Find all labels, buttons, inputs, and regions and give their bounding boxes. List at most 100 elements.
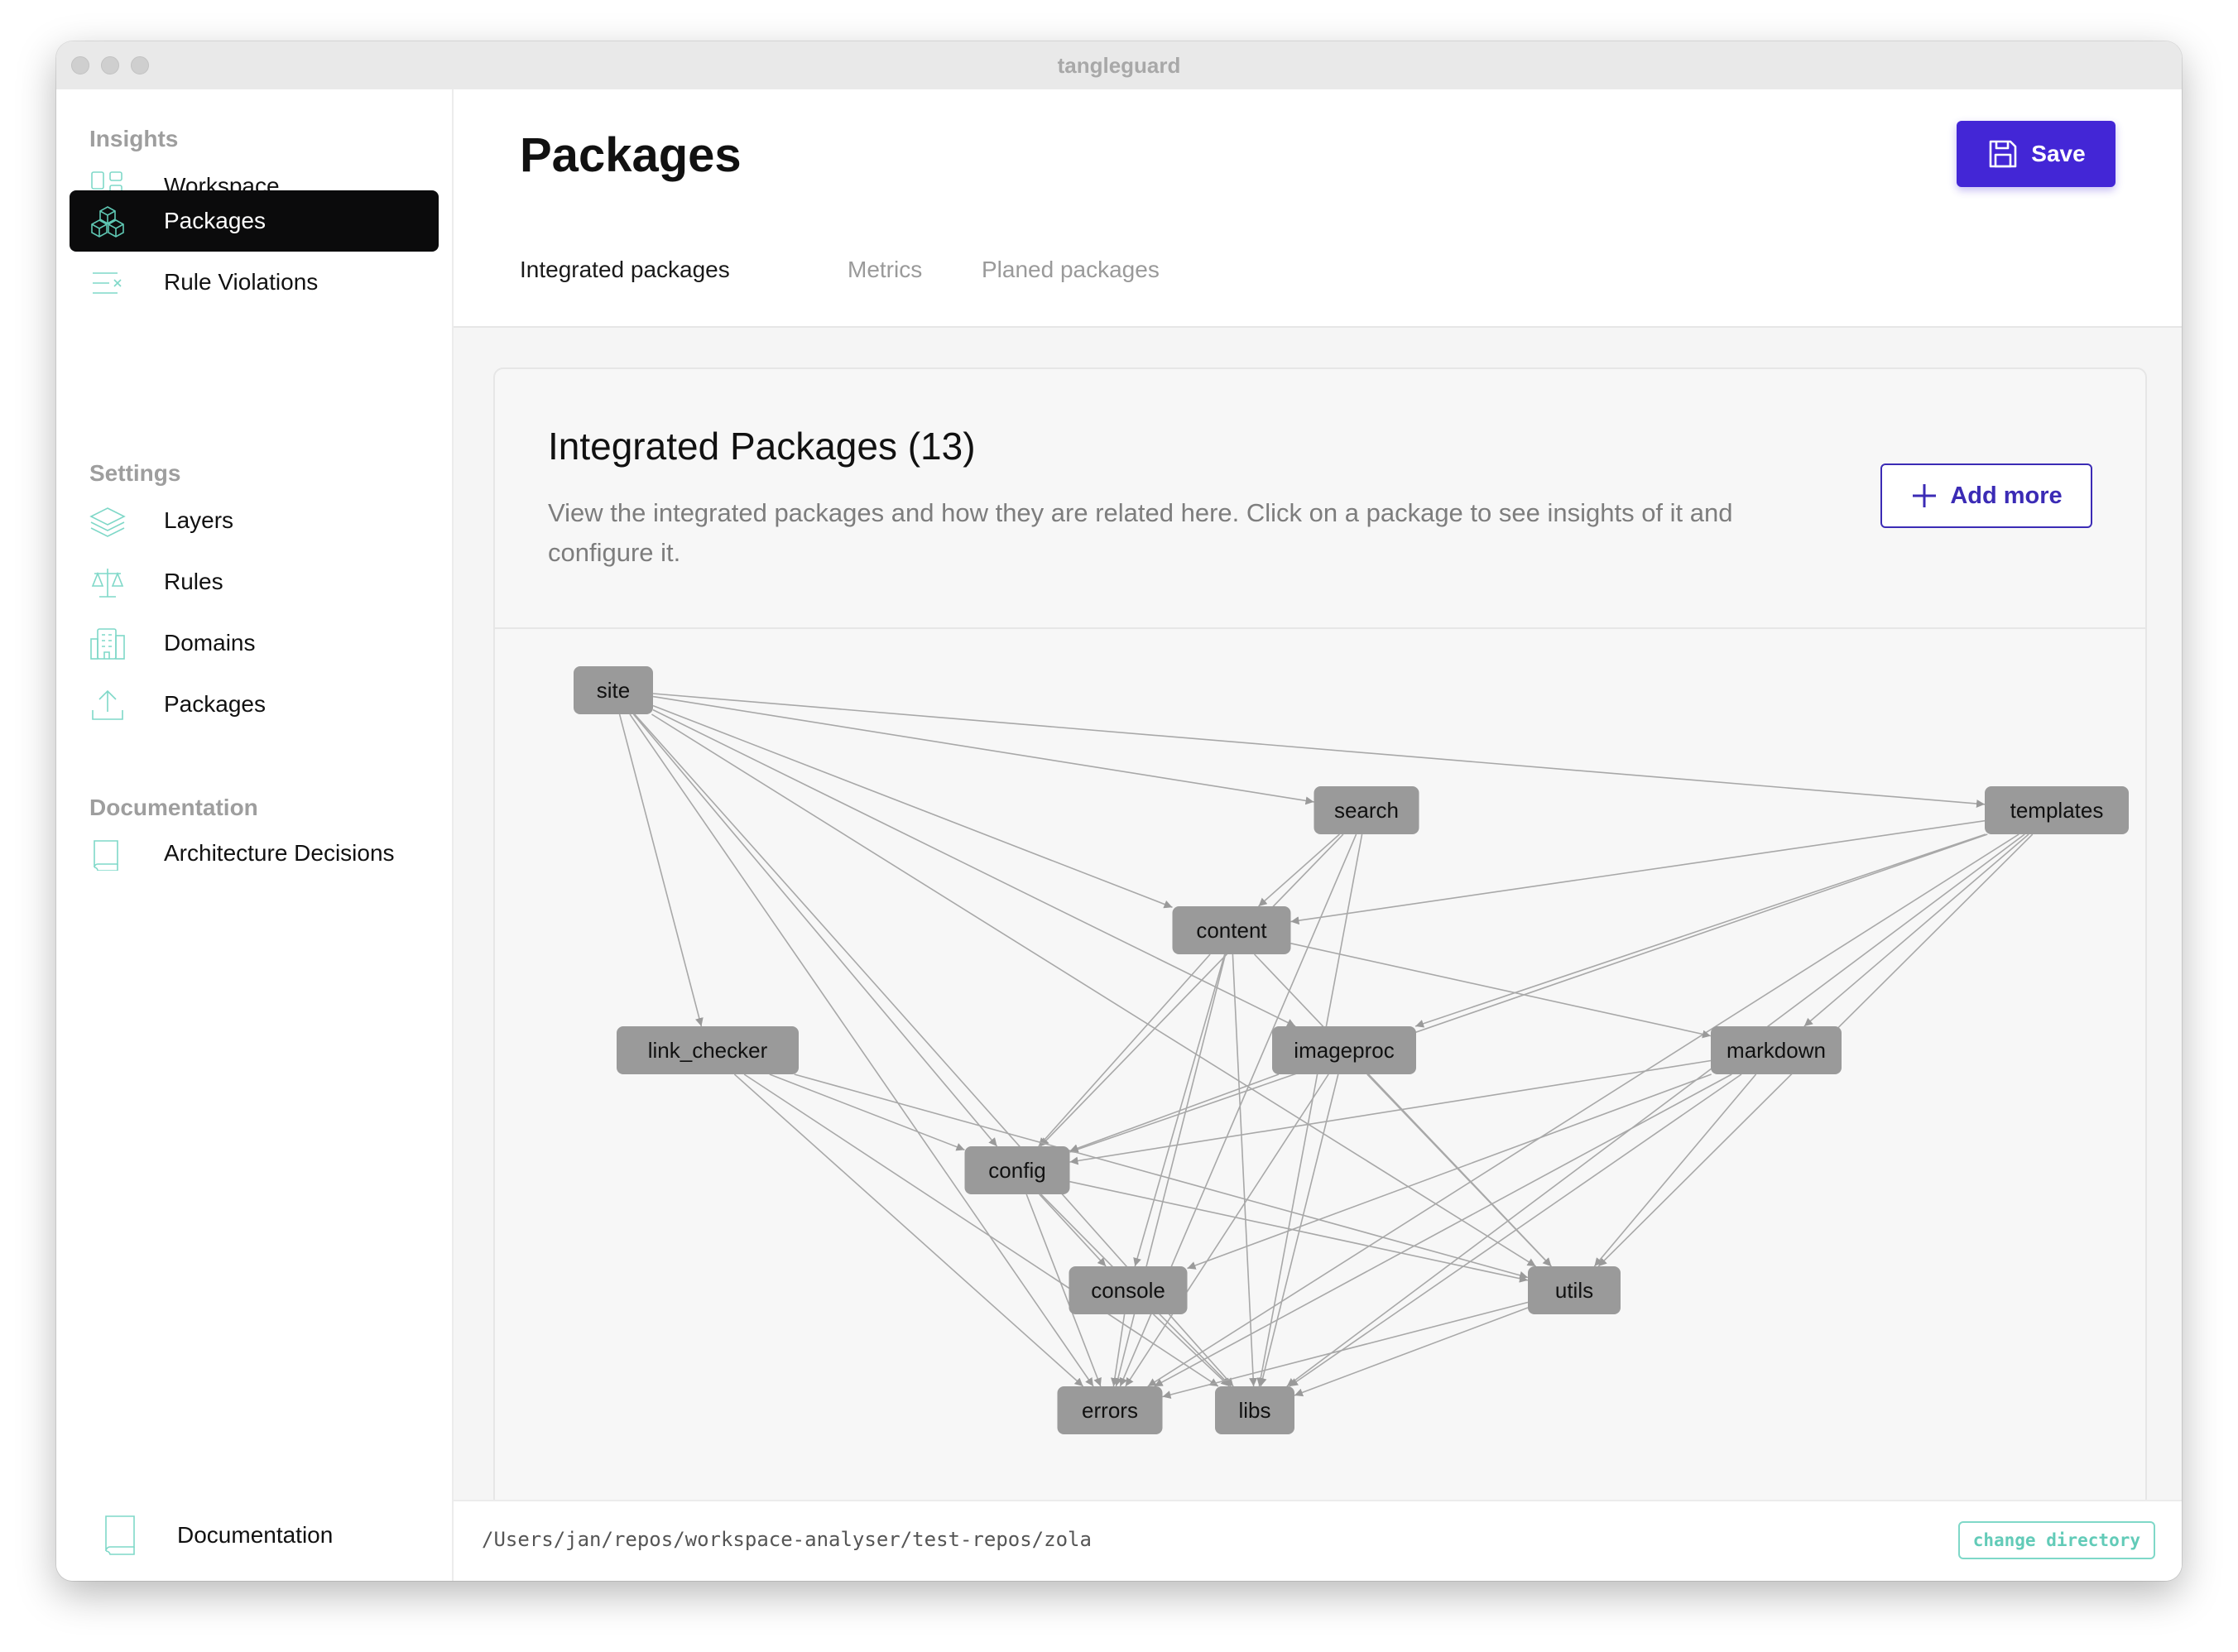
package-node-label: templates: [2010, 798, 2104, 823]
card-description: View the integrated packages and how the…: [548, 498, 1733, 567]
sidebar-item-packages-settings[interactable]: Packages: [70, 674, 439, 735]
package-node-box: [1711, 1026, 1842, 1074]
sidebar-heading-insights: Insights: [89, 126, 179, 151]
minimize-window-button[interactable]: [101, 56, 119, 74]
edge-content-to-config: [1038, 953, 1211, 1147]
package-node-label: console: [1091, 1278, 1165, 1303]
edge-imageproc-to-utils: [1366, 1073, 1552, 1267]
edge-imageproc-to-libs: [1258, 1073, 1339, 1387]
package-node-utils[interactable]: utils: [1528, 1266, 1621, 1314]
save-button[interactable]: Save: [1957, 121, 2116, 187]
package-node-errors[interactable]: errors: [1057, 1386, 1163, 1434]
tab-metrics[interactable]: Metrics: [848, 257, 923, 282]
sidebar-item-label: Packages: [164, 691, 266, 717]
sidebar-item-label: Architecture Decisions: [164, 840, 395, 866]
building-icon: [90, 628, 125, 660]
edge-templates-to-imageproc: [1414, 833, 1986, 1028]
edge-markdown-to-utils: [1593, 1073, 1757, 1267]
edge-templates-to-content: [1290, 819, 1986, 925]
edge-content-to-markdown: [1290, 943, 1712, 1039]
workspace-path: /Users/jan/repos/workspace-analyser/test…: [482, 1528, 1092, 1551]
tab-planed-packages[interactable]: Planed packages: [982, 257, 1160, 282]
package-node-console[interactable]: console: [1069, 1266, 1188, 1314]
edge-console-to-errors: [1110, 1313, 1126, 1387]
card-title: Integrated Packages (13): [548, 425, 976, 468]
page-header: Packages Save: [454, 89, 2182, 222]
graph-nodes: site search templates content link_checker im…: [574, 666, 2129, 1434]
layers-icon: [89, 507, 126, 537]
sidebar-heading-documentation: Documentation: [89, 795, 258, 820]
package-node-label: errors: [1082, 1398, 1138, 1423]
edge-utils-to-errors: [1162, 1301, 1529, 1399]
package-node-label: libs: [1238, 1398, 1270, 1423]
edge-site-to-config: [632, 713, 998, 1147]
sidebar-heading-settings: Settings: [89, 460, 181, 486]
window-title: tangleguard: [1057, 53, 1181, 78]
sidebar-item-label: Rules: [164, 569, 223, 594]
save-icon: [1989, 140, 2017, 168]
rule-violations-icon: [93, 272, 122, 294]
packages-cube-icon: [91, 206, 124, 238]
sidebar-item-label: Rule Violations: [164, 269, 319, 295]
scale-icon: [91, 569, 124, 598]
plus-icon: [1913, 484, 1937, 507]
edge-site-to-templates: [652, 693, 1986, 808]
package-node-config[interactable]: config: [964, 1146, 1070, 1194]
edge-search-to-libs: [1256, 833, 1363, 1387]
save-button-label: Save: [2031, 141, 2086, 166]
book-icon: [94, 840, 118, 871]
edge-templates-to-libs: [1286, 833, 2025, 1387]
package-node-box: [1985, 786, 2129, 834]
package-node-imageproc[interactable]: imageproc: [1272, 1026, 1416, 1074]
edge-content-to-errors: [1114, 953, 1227, 1387]
edge-site-to-content: [652, 704, 1173, 909]
package-node-label: search: [1334, 798, 1399, 823]
package-node-box: [574, 666, 653, 714]
edge-search-to-config: [1040, 833, 1344, 1147]
package-node-box: [617, 1026, 799, 1074]
sidebar-item-domains[interactable]: Domains: [70, 612, 439, 674]
edge-link_checker-to-config: [769, 1073, 965, 1151]
package-node-content[interactable]: content: [1172, 906, 1291, 954]
edge-link_checker-to-utils: [794, 1073, 1529, 1280]
package-node-box: [1528, 1266, 1621, 1314]
package-node-markdown[interactable]: markdown: [1711, 1026, 1842, 1074]
package-node-link_checker[interactable]: link_checker: [617, 1026, 799, 1074]
package-node-templates[interactable]: templates: [1985, 786, 2129, 834]
sidebar-item-packages[interactable]: Packages: [70, 190, 439, 252]
package-dependency-graph: site search templates content link_checker im…: [574, 666, 2129, 1434]
edge-search-to-content: [1258, 833, 1340, 907]
package-node-box: [1272, 1026, 1416, 1074]
change-directory-button[interactable]: change directory: [1957, 1521, 2155, 1559]
add-more-label: Add more: [1950, 482, 2063, 509]
edge-content-to-libs: [1232, 953, 1258, 1387]
sidebar-item-label: Documentation: [177, 1522, 334, 1548]
edge-console-to-libs: [1153, 1313, 1230, 1387]
sidebar-item-rules[interactable]: Rules: [70, 551, 439, 612]
tab-bar: Integrated packages Metrics Planed packa…: [454, 220, 2182, 328]
tab-integrated-packages[interactable]: Integrated packages: [520, 257, 730, 282]
package-node-label: site: [597, 678, 630, 703]
upload-icon: [92, 689, 123, 720]
edge-utils-to-libs: [1294, 1307, 1529, 1397]
edge-imageproc-to-config: [1069, 1073, 1280, 1152]
close-window-button[interactable]: [71, 56, 89, 74]
sidebar-item-layers[interactable]: Layers: [70, 490, 439, 551]
package-node-label: link_checker: [648, 1038, 768, 1063]
sidebar-item-architecture-decisions[interactable]: Architecture Decisions: [70, 823, 439, 884]
package-node-site[interactable]: site: [574, 666, 653, 714]
edge-markdown-to-console: [1187, 1073, 1712, 1270]
package-node-search[interactable]: search: [1314, 786, 1419, 834]
package-node-box: [1057, 1386, 1163, 1434]
footer-bar: /Users/jan/repos/workspace-analyser/test…: [454, 1500, 2182, 1581]
sidebar-item-rule-violations[interactable]: Rule Violations: [70, 252, 439, 313]
package-node-label: imageproc: [1294, 1038, 1394, 1063]
package-node-libs[interactable]: libs: [1215, 1386, 1294, 1434]
add-more-button[interactable]: Add more: [1880, 463, 2092, 528]
sidebar-item-label: Packages: [164, 208, 266, 233]
zoom-window-button[interactable]: [131, 56, 149, 74]
package-node-box: [964, 1146, 1070, 1194]
sidebar-item-documentation[interactable]: Documentation: [70, 1505, 439, 1566]
edge-site-to-search: [652, 695, 1314, 805]
edge-site-to-imageproc: [652, 708, 1296, 1027]
